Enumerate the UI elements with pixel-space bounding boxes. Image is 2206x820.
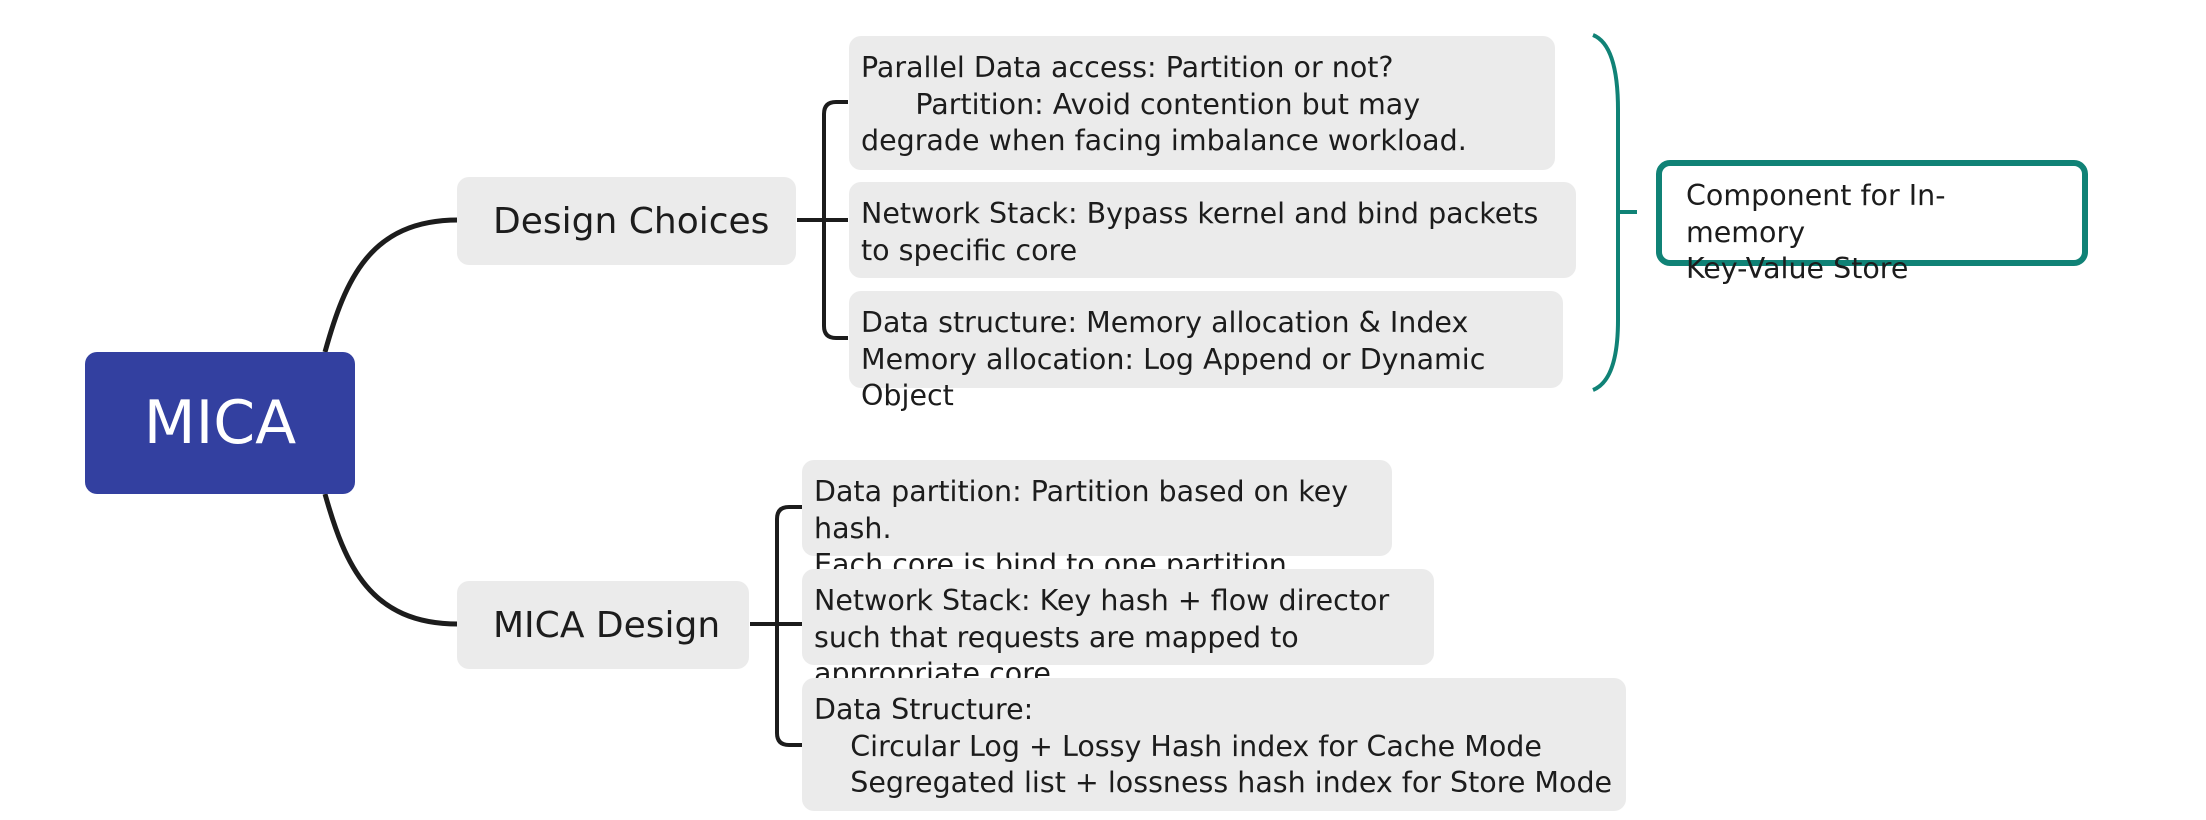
root-label: MICA <box>143 388 297 458</box>
root-to-design-choices-connector <box>322 217 459 353</box>
summary-brace <box>1592 33 1620 392</box>
leaf-parallel-data-access: Parallel Data access: Partition or not? … <box>849 36 1555 170</box>
leaf-data-partition: Data partition: Partition based on key h… <box>802 460 1392 581</box>
branch-label-design-choices: Design Choices <box>493 200 770 242</box>
leaf-network-stack-key-hash: Network Stack: Key hash + flow director … <box>802 569 1434 690</box>
summary-node-component: Component for In-memory Key-Value Store <box>1656 160 2088 285</box>
branch-label-mica-design: MICA Design <box>493 604 721 646</box>
design-choices-bracket <box>797 100 848 340</box>
branch-node-design-choices: Design Choices <box>457 177 796 265</box>
root-to-mica-design-connector <box>322 493 459 627</box>
branch-node-mica-design: MICA Design <box>457 581 749 669</box>
root-node-mica: MICA <box>85 352 355 494</box>
mica-design-bracket <box>750 505 802 747</box>
leaf-data-structure-memory: Data structure: Memory allocation & Inde… <box>849 291 1563 412</box>
leaf-network-stack-bypass: Network Stack: Bypass kernel and bind pa… <box>849 182 1576 278</box>
leaf-data-structure-modes: Data Structure: Circular Log + Lossy Has… <box>802 678 1626 811</box>
